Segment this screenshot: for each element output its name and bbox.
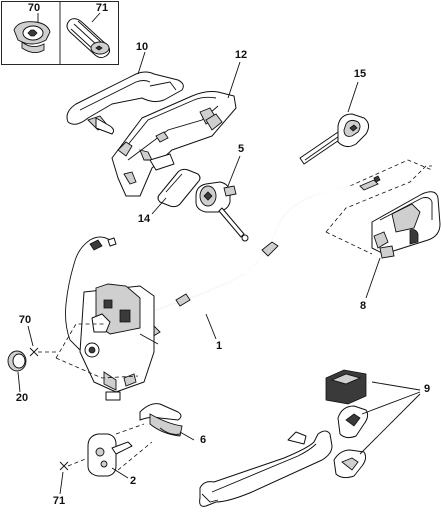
callout-71-top: 71 — [96, 2, 108, 14]
plug-20 — [7, 350, 27, 372]
clip-9a — [325, 369, 367, 405]
handle-carrier-12 — [111, 91, 237, 197]
callout-12: 12 — [235, 49, 247, 61]
callout-1: 1 — [216, 340, 222, 352]
screw-70-marker — [29, 347, 56, 357]
callout-70-top: 70 — [28, 2, 40, 14]
striker-2 — [87, 423, 153, 477]
lock-cylinder-5 — [195, 181, 249, 242]
clip-9c — [333, 449, 367, 479]
screw-71-marker — [59, 457, 89, 471]
torx-screw-70-icon — [13, 21, 51, 53]
torx-screw-71-icon — [66, 18, 111, 59]
callout-20: 20 — [16, 392, 28, 404]
callout-70: 70 — [19, 314, 31, 326]
callout-2: 2 — [130, 475, 136, 487]
callout-15: 15 — [354, 68, 366, 80]
clip-9b — [337, 405, 369, 439]
door-lock-mechanism — [55, 236, 159, 401]
seal-6 — [139, 403, 183, 437]
callout-9: 9 — [424, 383, 430, 395]
gasket-14 — [157, 168, 201, 208]
callout-71: 71 — [53, 495, 65, 507]
cable-1 — [133, 175, 381, 339]
callout-10: 10 — [136, 41, 148, 53]
callout-6: 6 — [200, 434, 206, 446]
screw-inset — [1, 1, 119, 65]
callout-5: 5 — [238, 143, 244, 155]
outer-door-handle — [199, 430, 333, 507]
inner-handle-10 — [66, 71, 184, 135]
callout-8: 8 — [360, 300, 366, 312]
outer-handle-carrier-8 — [325, 159, 441, 259]
key-15 — [299, 113, 370, 165]
callout-14: 14 — [138, 213, 151, 225]
